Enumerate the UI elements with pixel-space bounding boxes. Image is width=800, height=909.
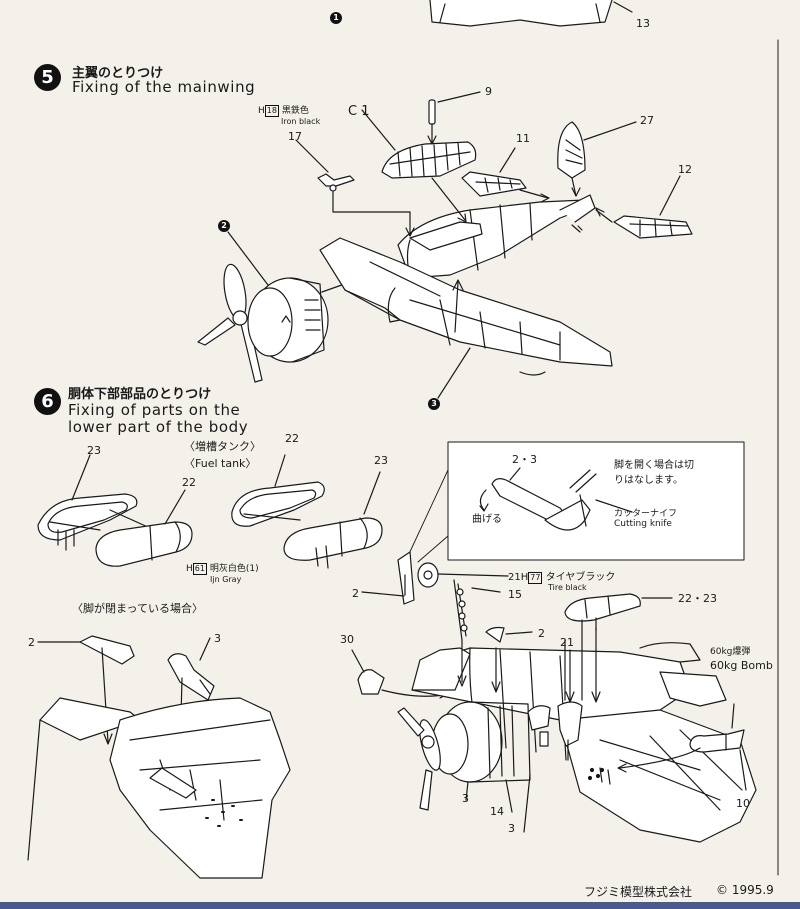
gray-paint-prefix: H bbox=[186, 564, 193, 574]
footer-copyright: © 1995.9 bbox=[716, 883, 774, 897]
inset-note-jp-1: 脚を開く場合は切 bbox=[614, 460, 694, 471]
fuel-tank-left-art bbox=[37, 454, 193, 567]
bomb-en: 60kg Bomb bbox=[710, 659, 773, 672]
part-15-label: 15 bbox=[508, 588, 522, 601]
paint-name-en: Iron black bbox=[281, 117, 321, 126]
elevator-12-art bbox=[595, 175, 693, 239]
rudder-27-art bbox=[557, 121, 637, 197]
paint-name-jp: 黒鉄色 bbox=[281, 106, 309, 116]
inset-art bbox=[479, 467, 633, 531]
part-2a-label: 2 bbox=[28, 636, 35, 649]
propeller-art bbox=[197, 263, 263, 383]
previous-step-fragment bbox=[429, 0, 633, 27]
part-2b-label: 2 bbox=[352, 587, 359, 600]
part-11-label: 11 bbox=[516, 132, 530, 145]
lower-fuselage-art bbox=[397, 627, 757, 843]
fuel-tank-en: 〈Fuel tank〉 bbox=[184, 457, 257, 470]
tire-paint-jp: タイヤブラック bbox=[545, 572, 616, 583]
engine-cowling-art bbox=[247, 277, 329, 363]
part-3c-label: 3 bbox=[508, 822, 515, 835]
part-3a-label: 3 bbox=[214, 632, 221, 645]
gray-paint-jp: 明灰白色(1) bbox=[209, 564, 259, 574]
step5-title-jp: 主翼のとりつけ bbox=[72, 66, 164, 81]
part-9-label: 9 bbox=[485, 85, 492, 98]
step6-drawing bbox=[27, 441, 757, 879]
exhaust-17-art bbox=[295, 139, 415, 237]
part-23b-label: 23 bbox=[374, 454, 388, 467]
gear-parts-art bbox=[361, 551, 533, 643]
footer-bar bbox=[0, 902, 800, 909]
step6-title-jp: 胴体下部部品のとりつけ bbox=[68, 387, 212, 402]
paint-code-box: 18 bbox=[264, 105, 279, 117]
leader-3a bbox=[199, 637, 211, 661]
part-30-label: 30 bbox=[340, 633, 354, 646]
inset-knife-jp: カッターナイフ bbox=[614, 509, 678, 519]
footer-company: フジミ模型株式会社 bbox=[584, 885, 693, 899]
inset-knife-en: Cutting knife bbox=[614, 519, 672, 529]
step5-drawing bbox=[197, 91, 693, 399]
canopy-c1-art bbox=[381, 141, 477, 179]
part-12-label: 12 bbox=[678, 163, 692, 176]
part-2c-label: 2 bbox=[538, 627, 545, 640]
fuel-tank-jp: 〈増槽タンク〉 bbox=[184, 440, 261, 453]
part-14-label: 14 bbox=[490, 805, 504, 818]
drop-tank-22-23-art bbox=[564, 593, 673, 631]
bomb-jp: 60kg爆弾 bbox=[710, 647, 751, 657]
part-3b-label: 3 bbox=[462, 792, 469, 805]
fuselage-wing-art bbox=[319, 194, 613, 376]
inset-note-jp-2: りはなします。 bbox=[614, 475, 683, 486]
closed-gear-art bbox=[27, 635, 291, 879]
part-17-label: 17 bbox=[288, 130, 302, 143]
part-21-label: 21 bbox=[560, 636, 574, 649]
part-13-label: 13 bbox=[636, 17, 650, 30]
step5-badge: 5 bbox=[34, 64, 61, 91]
gray-paint-code-box: 61 bbox=[192, 563, 207, 575]
inset-bend-jp: 曲げる bbox=[472, 514, 502, 525]
part-27-label: 27 bbox=[640, 114, 654, 127]
step6-title-en-2: lower part of the body bbox=[68, 418, 249, 436]
antenna-9-art bbox=[427, 91, 481, 145]
elevator-11-art bbox=[461, 147, 550, 203]
part-10-label: 10 bbox=[736, 797, 750, 810]
step5-title-en: Fixing of the mainwing bbox=[72, 78, 256, 96]
tire-paint-prefix: 21H bbox=[508, 572, 529, 583]
part-22a-label: 22 bbox=[182, 476, 196, 489]
part-ref-1-badge: 1 bbox=[330, 12, 342, 24]
gray-paint-en: Ijn Gray bbox=[210, 575, 242, 584]
bomb-10-art bbox=[617, 703, 747, 791]
tire-paint-en: Tire black bbox=[548, 583, 587, 592]
ref-3-badge: 3 bbox=[428, 398, 440, 410]
step6-badge: 6 bbox=[34, 388, 61, 415]
part-22b-label: 22 bbox=[285, 432, 299, 445]
leader-bottom bbox=[465, 774, 531, 833]
canopy-c1-label: C 1 bbox=[348, 104, 370, 119]
ref-2-badge: 2 bbox=[218, 220, 230, 232]
part-22-23-label: 22・23 bbox=[678, 592, 717, 605]
paint-prefix: H bbox=[258, 106, 265, 116]
fuel-tank-right-art bbox=[231, 454, 383, 569]
tire-paint-code-box: 77 bbox=[528, 572, 543, 584]
inset-parts-label: 2・3 bbox=[512, 453, 537, 466]
step6-title-en-1: Fixing of parts on the bbox=[68, 401, 241, 419]
closed-gear-heading: 〈脚が閉まっている場合〉 bbox=[72, 602, 204, 615]
part-23a-label: 23 bbox=[87, 444, 101, 457]
inset-box bbox=[447, 441, 745, 561]
